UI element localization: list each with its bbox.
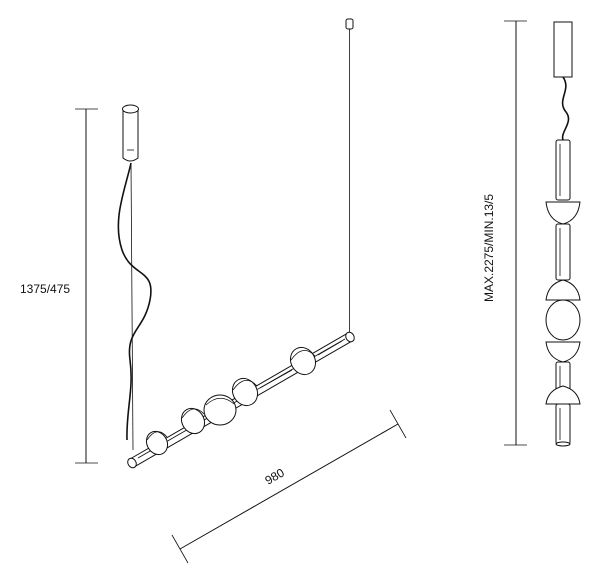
left-suspension-wire: [130, 162, 134, 451]
side-tube-segment-1: [555, 139, 571, 201]
side-glass-2: [545, 279, 581, 363]
side-tube-segment-2: [555, 223, 571, 281]
glass-bead-3: [203, 394, 237, 426]
glass-bead-4: [231, 377, 259, 407]
side-glass-1: [545, 201, 581, 225]
glass-bead-1: [145, 430, 169, 456]
ceiling-canopy: [122, 104, 139, 162]
suspension-anchor: [345, 18, 354, 334]
lamp-perspective-view: [117, 18, 355, 469]
side-glass-3: [545, 385, 581, 405]
height-dimension: 1375/475: [20, 108, 98, 464]
side-cord: [561, 76, 570, 141]
glass-bead-5: [289, 346, 317, 376]
power-cord: [117, 162, 152, 441]
side-canopy: [553, 21, 573, 78]
length-dimension-label: 980: [263, 465, 288, 487]
side-tube-segment-4: [555, 403, 571, 447]
length-dimension: 980: [171, 409, 407, 564]
side-height-dimension-label: MAX.2275/MIN.13/5: [482, 194, 496, 302]
height-dimension-label: 1375/475: [20, 282, 70, 296]
side-height-dimension: MAX.2275/MIN.13/5: [482, 20, 527, 446]
lamp-side-view: [545, 21, 581, 447]
glass-bead-2: [180, 407, 206, 435]
